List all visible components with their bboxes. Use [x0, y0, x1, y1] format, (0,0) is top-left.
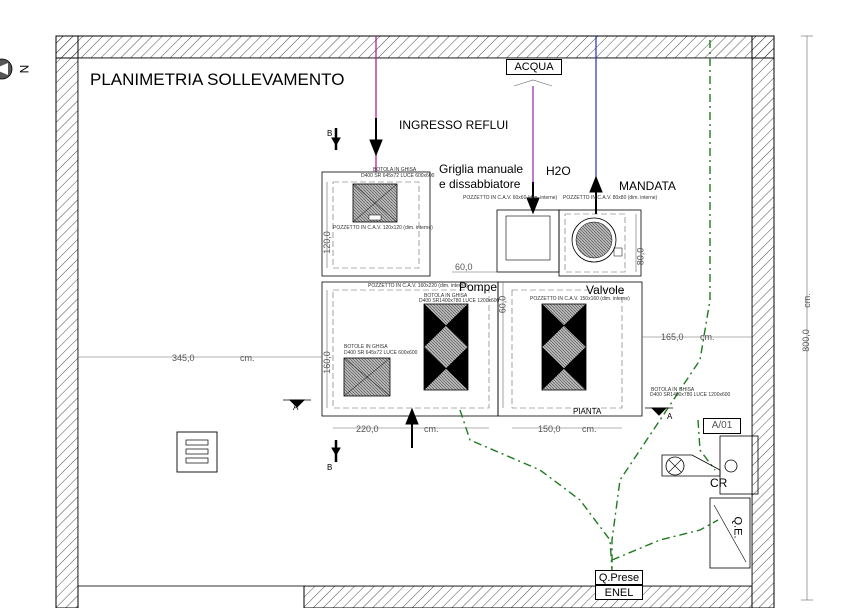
dim-165-unit: cm.: [700, 332, 715, 342]
label-qprese: Q.Prese: [595, 570, 643, 585]
note-pozzetto-60: POZZETTO IN C.A.V. 60x60 (dim. interne): [463, 195, 558, 201]
section-a-right: A: [667, 412, 673, 421]
note-botola-1: BOTOLA IN GHISA: [373, 167, 417, 173]
dim-80: 80,0: [635, 247, 646, 266]
label-acqua: ACQUA: [506, 59, 562, 75]
vent-grille: [176, 431, 218, 473]
chamber-pompe: [321, 281, 499, 417]
note-botola-2: BOTOLA IN GHISA: [424, 293, 468, 299]
label-enel: ENEL: [595, 585, 643, 600]
label-griglia-1: Griglia manuale: [439, 162, 524, 176]
note-botola-2b: D400 SR1400x780 LUCE 1200x600: [419, 298, 500, 304]
dim-120: 120,0: [321, 231, 332, 254]
dim-150-unit: cm.: [582, 424, 597, 434]
dim-800-unit: cm.: [801, 293, 812, 308]
dim-160: 160,0: [321, 351, 332, 374]
note-pozzetto-80: POZZETTO IN C.A.V. 80x80 (dim. interne): [563, 195, 658, 201]
note-pozzetto-120: POZZETTO IN C.A.V. 120x120 (dim. interne…: [333, 225, 433, 231]
qe-panel: [709, 497, 751, 569]
north-label: N: [17, 64, 32, 74]
north-arrow: [0, 58, 13, 80]
label-pianta: PIANTA: [573, 407, 602, 416]
chamber-80: [558, 209, 642, 277]
dim-60-h: 60,0: [455, 262, 473, 272]
note-botola-4: BOTOLA IN GHISA: [651, 387, 695, 393]
dim-150: 150,0: [538, 424, 561, 434]
cr-equipment: [661, 435, 759, 495]
note-botola-4b: D400 SR1400x780 LUCE 1200x600: [650, 392, 731, 398]
dim-165: 165,0: [661, 332, 684, 342]
label-griglia-2: e dissabbiatore: [439, 177, 521, 191]
label-valvole: Valvole: [586, 283, 625, 297]
chamber-120: [321, 171, 431, 277]
label-ingresso: INGRESSO REFLUI: [399, 118, 509, 132]
section-a-left: A: [293, 403, 299, 412]
dim-220-unit: cm.: [424, 424, 439, 434]
section-markers: [283, 128, 673, 462]
section-b-bottom: B: [327, 463, 333, 472]
note-botola-1b: D400 SR 645x72 LUCE 600x600: [361, 173, 435, 179]
note-pozzetto-160x220: POZZETTO IN C.A.V. 160x220 (dim. interne…: [368, 283, 468, 289]
label-qe: Q.E.: [731, 516, 744, 539]
note-botola-3b: D400 SR 645x72 LUCE 600x600: [344, 350, 418, 356]
section-b-top: B: [327, 129, 333, 138]
label-mandata: MANDATA: [619, 179, 676, 193]
chamber-valvole: [497, 281, 643, 417]
note-pozzetto-150: POZZETTO IN C.A.V. 150x160 (dim. interne…: [530, 296, 630, 302]
dim-220: 220,0: [356, 424, 379, 434]
note-botola-3: BOTOLE IN GHISA: [344, 344, 388, 350]
dim-345: 345,0: [172, 353, 195, 363]
dim-800: 800,0: [800, 329, 811, 352]
label-pompe: Pompe: [459, 280, 498, 294]
drawing-title: PLANIMETRIA SOLLEVAMENTO: [90, 70, 345, 89]
dim-60-v: 60,0: [497, 295, 508, 314]
cable-routing: [459, 40, 719, 571]
label-h2o: H2O: [546, 164, 571, 178]
building-walls: [55, 35, 775, 609]
dimension-lines: [78, 35, 813, 601]
label-cr: CR: [710, 476, 728, 490]
label-a01: A/01: [703, 418, 741, 434]
dim-unit: cm.: [240, 353, 255, 363]
